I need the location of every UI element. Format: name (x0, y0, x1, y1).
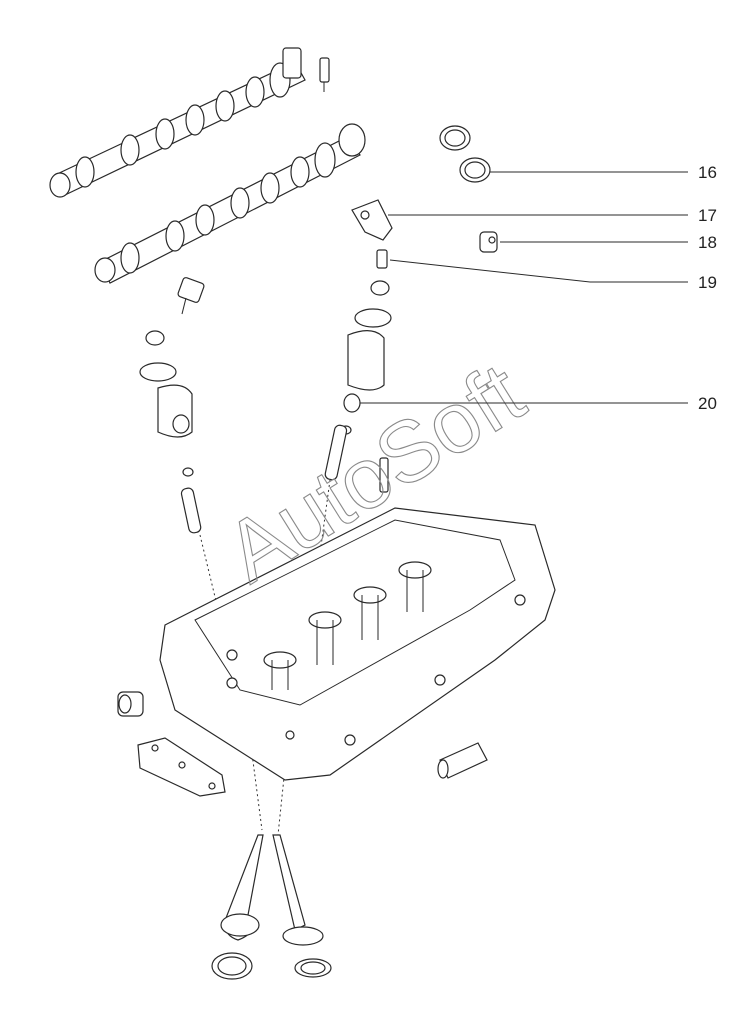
bracket-plate (137, 737, 226, 797)
coolant-tube (437, 742, 488, 779)
camshaft-upper (49, 47, 306, 198)
temperature-sensor (177, 277, 205, 315)
camshaft-lower (94, 123, 366, 284)
callout-leaders (360, 171, 688, 404)
callout-20: 20 (698, 394, 717, 413)
callout-17: 17 (698, 206, 717, 225)
valve-stack-left (139, 330, 202, 534)
part-19-tappet (376, 249, 388, 269)
callout-19: 19 (698, 273, 717, 292)
cup-plug (117, 691, 144, 717)
part-17-rocker-arm (351, 199, 393, 241)
part-18-lash-adjuster (479, 231, 498, 253)
valve-stack-right (324, 280, 392, 481)
callout-16: 16 (698, 163, 717, 182)
valves (220, 834, 324, 946)
cylinder-head (159, 457, 556, 781)
valve-seat-rings (211, 952, 332, 980)
callout-18: 18 (698, 233, 717, 252)
cam-sensor-top (319, 57, 330, 92)
part-16-seal-rings (439, 125, 491, 183)
